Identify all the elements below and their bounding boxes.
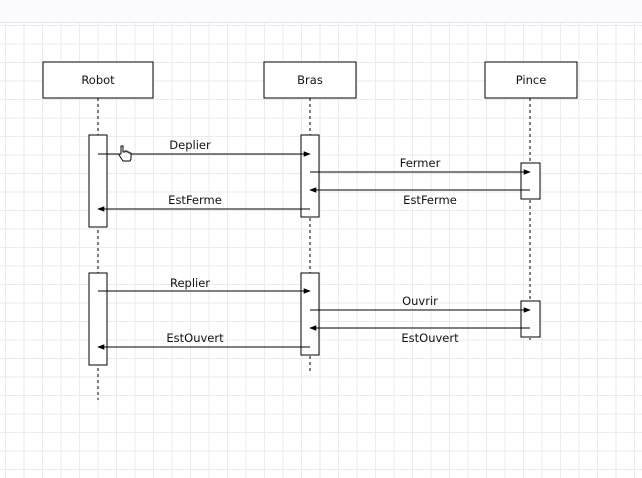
hand-pointer-icon <box>118 145 132 162</box>
message-ouvrir-label: Ouvrir <box>402 294 438 308</box>
bras-activation-2[interactable] <box>300 272 320 356</box>
participant-robot[interactable]: Robot <box>42 61 154 99</box>
robot-activation-2[interactable] <box>88 272 108 366</box>
message-deplier-label: Deplier <box>169 138 211 152</box>
editor-top-bar <box>0 0 642 23</box>
participant-bras[interactable]: Bras <box>263 61 357 99</box>
message-estouvert-pince-label: EstOuvert <box>401 331 459 345</box>
message-replier-label: Replier <box>170 276 210 290</box>
bras-activation-1[interactable] <box>300 134 320 218</box>
participant-bras-label: Bras <box>297 73 323 87</box>
participant-pince-label: Pince <box>516 73 547 87</box>
pince-activation-1[interactable] <box>520 162 541 200</box>
message-fermer-label: Fermer <box>400 156 441 170</box>
message-estouvert-bras-label: EstOuvert <box>166 331 224 345</box>
message-estferme-pince-label: EstFerme <box>403 193 457 207</box>
pince-activation-2[interactable] <box>520 300 541 338</box>
robot-activation-1[interactable] <box>88 134 108 228</box>
message-estferme-bras-label: EstFerme <box>168 193 222 207</box>
participant-robot-label: Robot <box>81 73 115 87</box>
participant-pince[interactable]: Pince <box>484 61 578 99</box>
diagram-canvas[interactable] <box>0 23 642 478</box>
